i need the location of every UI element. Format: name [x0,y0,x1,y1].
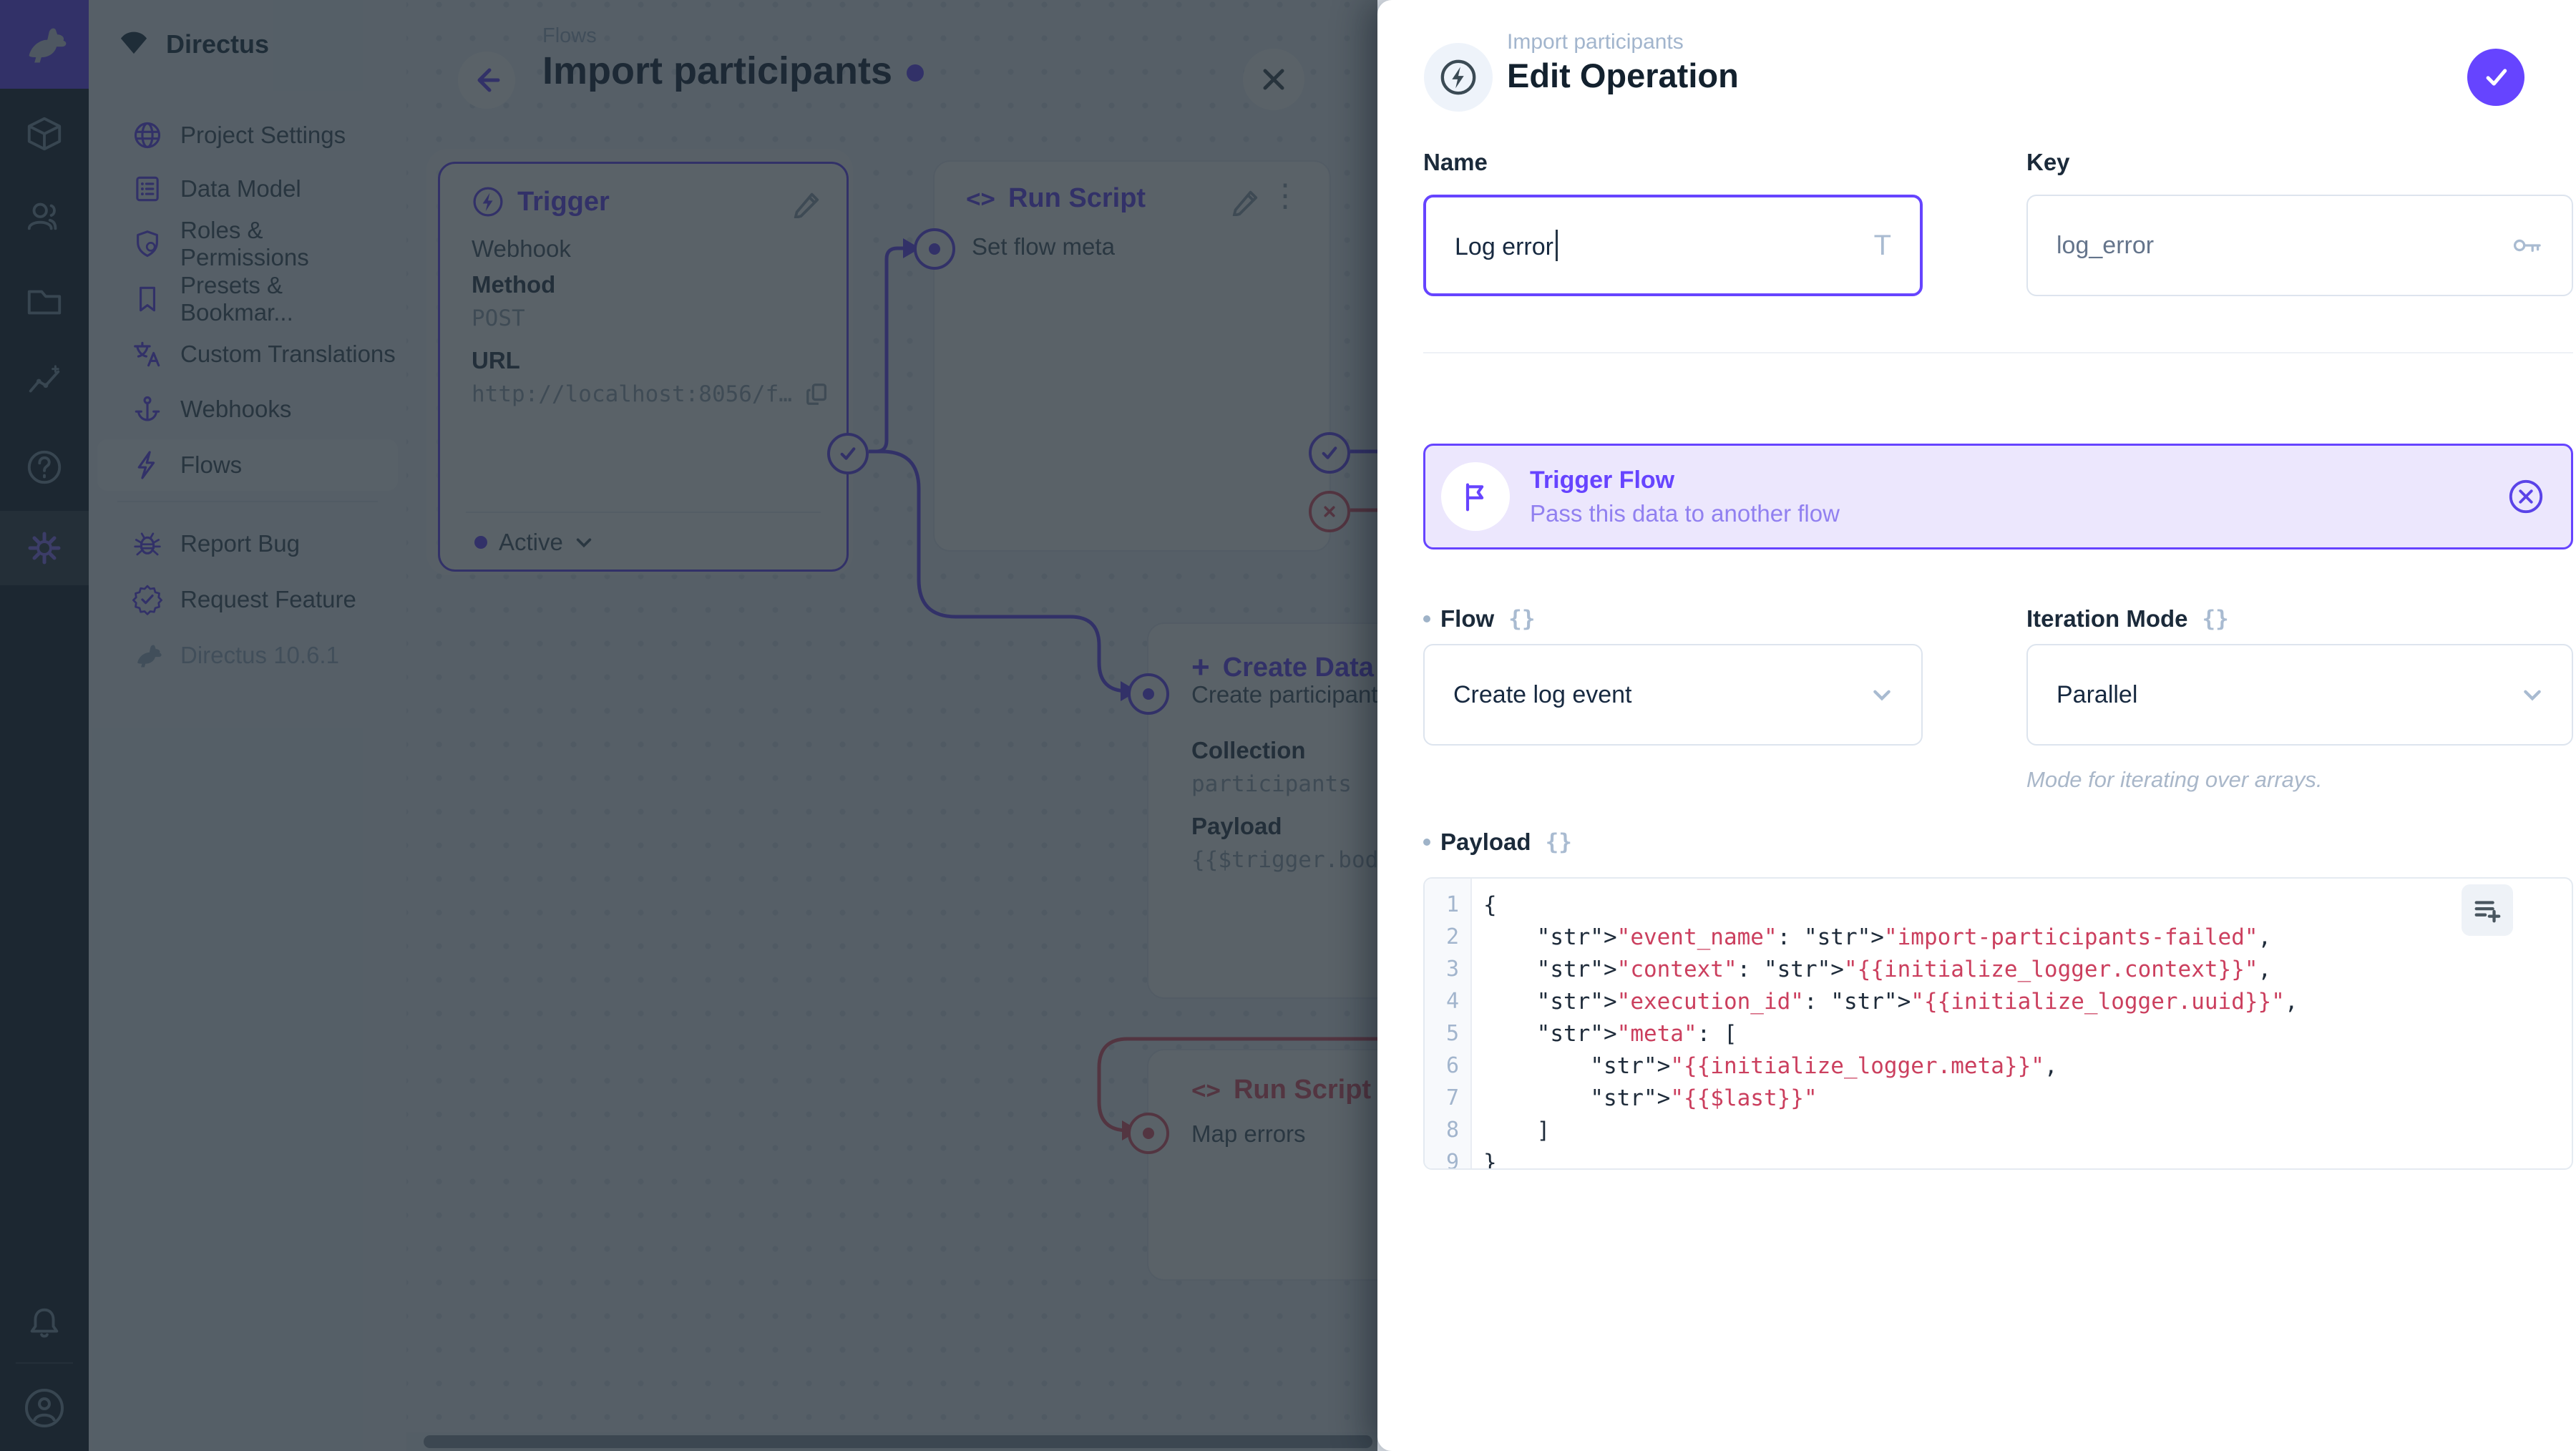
key-icon [2513,239,2541,253]
name-value: Log error [1455,230,1874,261]
iteration-mode-select[interactable]: Parallel [2026,644,2573,746]
iteration-hint: Mode for iterating over arrays. [2026,767,2323,792]
divider [1423,352,2573,353]
raw-value-icon[interactable]: {} [2202,606,2229,632]
required-dot [1423,615,1430,622]
flag-icon [1465,483,1484,512]
flow-value: Create log event [1453,680,1632,708]
flow-select[interactable]: Create log event [1423,644,1923,746]
drawer-breadcrumb: Import participants [1507,30,1684,54]
raw-value-icon[interactable]: {} [1508,606,1536,632]
save-button[interactable] [2467,49,2524,106]
trigger-flow-panel[interactable]: Trigger Flow Pass this data to another f… [1423,444,2573,549]
name-label: Name [1423,149,1488,175]
required-dot [1423,839,1430,846]
code-line: 9} [1445,1149,1497,1170]
trigger-flow-text: Trigger Flow Pass this data to another f… [1530,466,2507,527]
code-line: 8 ] [1445,1117,1551,1143]
edit-operation-drawer: Import participants Edit Operation Name … [1377,0,2576,1451]
key-label: Key [2026,149,2070,175]
payload-label: Payload {} [1423,829,1572,856]
title-formatter-icon[interactable]: T [1873,229,1891,261]
remove-panel-button[interactable] [2507,477,2545,516]
key-value: log_error [2057,231,2155,259]
code-line: 7 "str">"{{$last}}" [1445,1085,1818,1111]
chevron-down-icon [2524,690,2541,701]
trigger-flow-title: Trigger Flow [1530,466,1675,494]
code-line: 4 "str">"execution_id": "str">"{{initial… [1445,988,2298,1015]
format-value-button[interactable] [2462,884,2513,936]
code-line: 1{ [1445,891,1497,918]
code-line: 5 "str">"meta": [ [1445,1020,1737,1047]
flag-badge [1441,462,1510,531]
name-input[interactable]: Log error T [1423,195,1923,296]
code-line: 2 "str">"event_name": "str">"import-part… [1445,924,2272,950]
iteration-mode-label: Iteration Mode {} [2026,605,2229,632]
code-line: 3 "str">"context": "str">"{{initialize_l… [1445,956,2272,982]
key-input[interactable]: log_error [2026,195,2573,296]
bolt-circle-icon [1440,59,1476,95]
drawer-title: Edit Operation [1507,57,1739,94]
editor-gutter [1425,879,1472,1168]
check-icon [2486,69,2507,86]
cancel-circle-icon [2509,479,2543,514]
playlist-add-icon [2474,901,2501,923]
modal-overlay[interactable] [0,0,1377,1451]
chevron-down-icon [1873,690,1890,701]
iteration-value: Parallel [2057,680,2138,708]
trigger-flow-subtitle: Pass this data to another flow [1530,499,1840,527]
payload-editor[interactable]: 1{ 2 "str">"event_name": "str">"import-pa… [1423,877,2573,1170]
text-caret [1555,230,1558,261]
raw-value-icon[interactable]: {} [1545,829,1572,855]
operation-type-badge [1424,43,1493,112]
payload-editor-lines: 1{ 2 "str">"event_name": "str">"import-pa… [1425,889,2572,1170]
flow-label: Flow {} [1423,605,1535,632]
code-line: 6 "str">"{{initialize_logger.meta}}", [1445,1052,2058,1079]
